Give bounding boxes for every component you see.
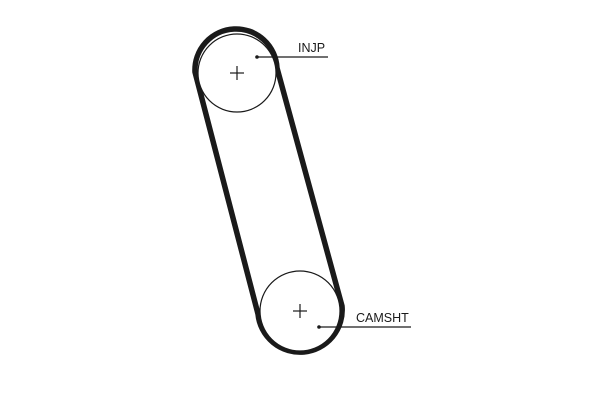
timing-belt (192, 26, 345, 355)
injp-callout: INJP (255, 41, 328, 59)
camsht-label: CAMSHT (356, 311, 409, 325)
injp-label: INJP (298, 41, 325, 55)
injection-pump-pulley (197, 33, 277, 113)
camshaft-pulley (259, 270, 341, 352)
camsht-callout: CAMSHT (317, 311, 411, 329)
